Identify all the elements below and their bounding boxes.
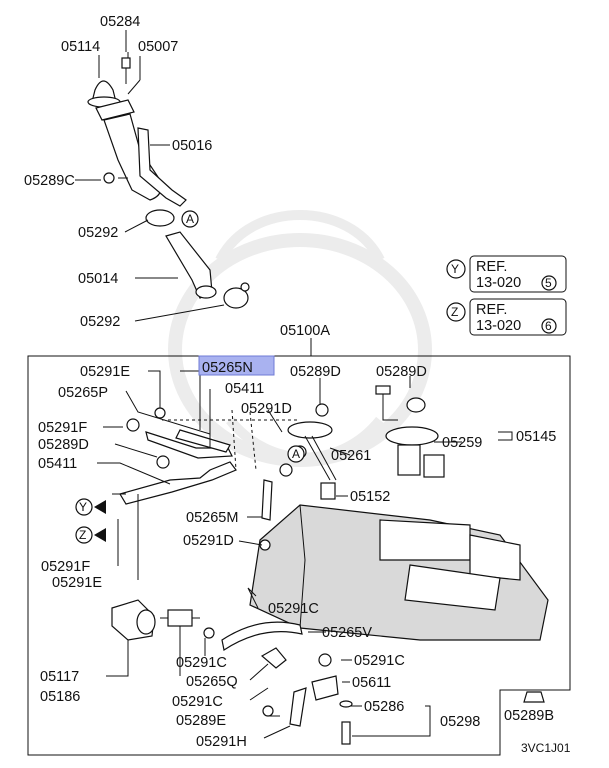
callout-05291H: 05291H <box>196 734 247 750</box>
callout-05265N: 05265N <box>202 360 253 376</box>
ref-z-line2: 13-020 <box>476 318 521 334</box>
callout-05611: 05611 <box>352 675 391 691</box>
callout-05289B: 05289B <box>504 708 554 724</box>
callout-05265Q: 05265Q <box>186 674 238 690</box>
callout-05298: 05298 <box>440 714 480 730</box>
callout-05411-left: 05411 <box>38 456 77 472</box>
vent-lines: A <box>119 407 307 651</box>
callout-05286: 05286 <box>364 699 404 715</box>
filler-gasket <box>95 99 135 121</box>
callout-05186: 05186 <box>40 689 80 705</box>
callout-05292-bottom: 05292 <box>80 314 120 330</box>
fuel-tank <box>249 504 549 641</box>
callout-05117: 05117 <box>40 669 79 685</box>
callout-05291F-top: 05291F <box>38 420 87 436</box>
callout-labels: 05284 05114 05007 05016 05289C 05292 050… <box>24 14 571 755</box>
callout-05114: 05114 <box>61 39 100 55</box>
callout-05014: 05014 <box>78 271 118 287</box>
callout-05145: 05145 <box>516 429 556 445</box>
callout-05291E-top: 05291E <box>80 364 130 380</box>
callout-05289D-right: 05289D <box>376 364 427 380</box>
ref-y-marker: Y <box>451 262 459 276</box>
arrow-z-label: Z <box>79 528 86 542</box>
fuel-pump-assembly <box>375 385 445 478</box>
callout-05284: 05284 <box>100 14 140 30</box>
callout-05292-top: 05292 <box>78 225 118 241</box>
callout-05265V: 05265V <box>322 625 372 641</box>
callout-05289D-left: 05289D <box>38 437 89 453</box>
clamp-05292-top <box>145 209 175 227</box>
breather-assembly <box>287 403 337 500</box>
callout-05291C-mid: 05291C <box>268 601 319 617</box>
marker-a-mid-label: A <box>292 447 300 461</box>
marker-a-top-label: A <box>186 212 194 226</box>
callout-05289D-mid: 05289D <box>290 364 341 380</box>
callout-05291D-top: 05291D <box>241 401 292 417</box>
figure-code: 3VC1J01 <box>521 741 571 755</box>
callout-05289C: 05289C <box>24 173 75 189</box>
ref-z-num: 6 <box>545 319 552 333</box>
marker-a-mid <box>287 445 305 463</box>
callout-05265M: 05265M <box>186 510 238 526</box>
callout-05289E: 05289E <box>176 713 226 729</box>
ref-box-y: Y REF. 13-020 5 <box>446 255 567 293</box>
leader-lines <box>97 370 513 739</box>
bolt-05007 <box>121 57 131 69</box>
bolt-05289C <box>103 172 115 184</box>
arrow-y-label: Y <box>79 500 87 514</box>
callout-05265P: 05265P <box>58 385 108 401</box>
callout-05100A: 05100A <box>280 323 330 339</box>
ref-box-z: Z REF. 13-020 6 <box>446 298 567 336</box>
fitting-05611 <box>311 675 339 701</box>
callout-05007: 05007 <box>138 39 178 55</box>
arrow-y: Y <box>75 498 106 516</box>
callout-05291C-right: 05291C <box>354 653 405 669</box>
arrow-z: Z <box>75 526 106 544</box>
marker-a-top <box>181 210 199 228</box>
filler-neck-group: A <box>87 52 250 309</box>
ref-y-num: 5 <box>545 276 552 290</box>
callout-05291E-bottom: 05291E <box>52 575 102 591</box>
callout-05291D-bottom: 05291D <box>183 533 234 549</box>
callout-05291C-a: 05291C <box>176 655 227 671</box>
clamp-05292-bottom <box>223 287 249 309</box>
callout-05152: 05152 <box>350 489 390 505</box>
bottom-parts <box>111 599 545 745</box>
callout-05411-top: 05411 <box>225 381 264 397</box>
ref-z-line1: REF. <box>476 302 507 318</box>
callout-05016: 05016 <box>172 138 212 154</box>
callout-05291C-b: 05291C <box>172 694 223 710</box>
ref-y-line1: REF. <box>476 259 507 275</box>
assembly-frame <box>27 355 571 756</box>
callout-05261: 05261 <box>331 448 371 464</box>
callout-05259: 05259 <box>442 435 482 451</box>
callout-05291F-bottom: 05291F <box>41 559 90 575</box>
highlight-05265N <box>198 355 275 376</box>
nut-05289B <box>523 691 545 703</box>
ref-z-marker: Z <box>451 305 458 319</box>
filter-05186 <box>167 609 193 627</box>
ref-y-line2: 13-020 <box>476 275 521 291</box>
